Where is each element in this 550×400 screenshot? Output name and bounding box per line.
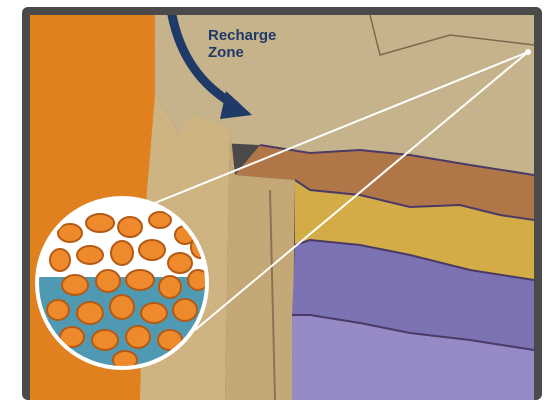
aquifer-cross-section xyxy=(30,15,534,400)
recharge-label-line2: Zone xyxy=(208,44,276,61)
diagram-frame: Recharge Zone xyxy=(22,7,542,400)
recharge-label-line1: Recharge xyxy=(208,27,276,44)
magnifier-point xyxy=(525,49,531,55)
recharge-zone-label: Recharge Zone xyxy=(208,27,276,61)
diagram-stage: Recharge Zone xyxy=(30,15,534,400)
